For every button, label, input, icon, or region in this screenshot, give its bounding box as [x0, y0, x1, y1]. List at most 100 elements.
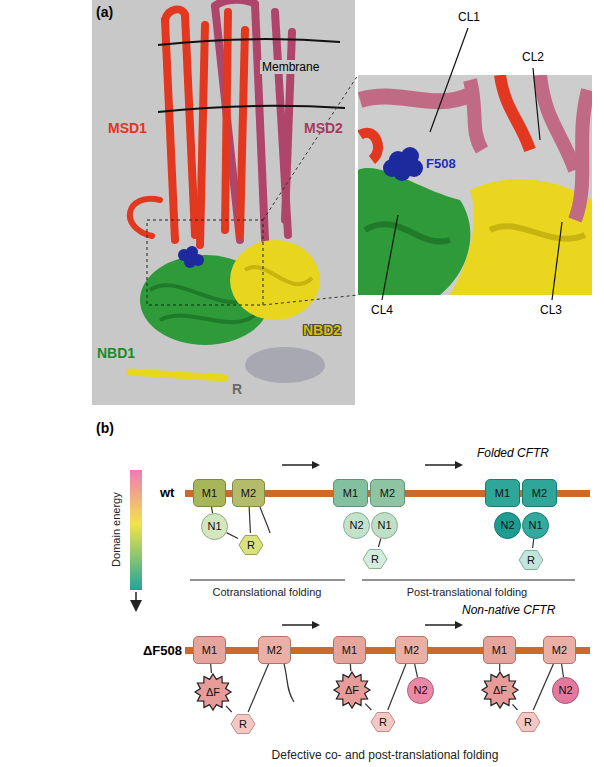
domain-label: ΔF [345, 684, 359, 696]
stage-arrows [282, 465, 457, 625]
chain-tail [260, 507, 270, 533]
domain-hexagon [239, 536, 263, 555]
domain-label: R [247, 539, 255, 551]
domain-box: M2 [395, 636, 428, 664]
domain-hexagon: R [238, 533, 264, 557]
chain-linker [415, 664, 418, 677]
mutation-star [482, 672, 518, 708]
domain-label: M1 [492, 644, 507, 656]
panel-letter: (b) [96, 420, 114, 437]
chain-linker [227, 533, 238, 539]
domain-label: ΔF [493, 684, 507, 696]
chain-linker [378, 538, 380, 547]
callout-name: CL1 [458, 10, 480, 24]
domain-label: M1 [495, 487, 510, 499]
domain-box: M2 [370, 479, 405, 507]
domain-circle: N1 [522, 512, 549, 539]
domain-label: R [527, 554, 535, 566]
phase-label: Cotranslational folding [213, 586, 322, 599]
state-label: Non-native CFTR [462, 603, 555, 617]
domain-box: M1 [333, 479, 368, 507]
chain-linker [562, 664, 564, 677]
domain-label: R [524, 716, 532, 728]
domain-hexagon: R [370, 710, 396, 734]
chain-tail [284, 664, 294, 702]
chain-linker [227, 533, 238, 539]
domain-label: N2 [558, 684, 572, 696]
phase-label: Post-translational folding [407, 586, 527, 599]
domain-label: N1 [528, 519, 542, 531]
chain-linker [249, 507, 250, 533]
mutation-star [195, 674, 231, 710]
f508-sphere [178, 246, 204, 268]
domain-label: R [239, 718, 247, 730]
zoom-box [147, 220, 263, 305]
chain-linker [248, 664, 268, 712]
domain-box: M2 [232, 479, 265, 507]
zoom-line [263, 75, 358, 220]
chain-linker [533, 539, 534, 548]
domain-label: M2 [552, 644, 567, 656]
domain-circle: N2 [343, 512, 370, 539]
nbd2-ribbon [245, 267, 312, 284]
r-domain [245, 347, 325, 383]
callout-name: CL4 [371, 303, 393, 317]
domain-label: M1 [202, 487, 217, 499]
domain-circle: N1 [201, 513, 228, 540]
domain-name: NBD2 [303, 322, 341, 339]
domain-box: M1 [193, 479, 226, 507]
domain-name: MSD2 [304, 120, 343, 137]
chain-linker [499, 664, 500, 671]
domain-label: R [371, 553, 379, 565]
chain-linker [562, 664, 564, 677]
domain-hexagon [516, 713, 540, 732]
chain-linker [365, 704, 371, 710]
leader-lines [382, 28, 562, 300]
chain-linker [388, 664, 406, 710]
domain-hexagon: R [515, 710, 541, 734]
domain-box: M1 [333, 636, 366, 664]
mutation-star: ΔF [194, 673, 232, 711]
chain-linker [350, 664, 351, 671]
domain-label: M2 [380, 487, 395, 499]
chain-linker [533, 664, 553, 710]
domain-box: M1 [193, 636, 226, 664]
domain-label: N1 [207, 520, 221, 532]
arrow-heads [312, 461, 463, 629]
chain-linker [513, 704, 518, 710]
domain-label: N2 [500, 519, 514, 531]
domain-label: M1 [202, 644, 217, 656]
domain-hexagon [363, 550, 387, 569]
state-label: Folded CFTR [477, 446, 549, 460]
chain-linker [350, 664, 352, 671]
row-label: ΔF508 [143, 643, 182, 659]
chain-linker [226, 706, 232, 712]
energy-arrow [130, 600, 142, 612]
domain-hexagon: R [518, 548, 544, 572]
msd1-helices [130, 9, 245, 245]
domain-label: N2 [349, 519, 363, 531]
nbd2-domain [230, 240, 320, 320]
domain-hexagon [231, 715, 255, 734]
domain-label: M2 [267, 644, 282, 656]
chain-linker [210, 664, 212, 673]
chain-linker [210, 664, 212, 673]
domain-box: M2 [522, 479, 557, 507]
domain-box: M1 [485, 479, 520, 507]
domain-label: M1 [342, 644, 357, 656]
membrane-line [158, 106, 345, 112]
phase-bracket [190, 580, 345, 581]
phase-label: Defective co- and post-translational fol… [272, 748, 499, 762]
domain-name: MSD1 [108, 120, 147, 137]
domain-label: M2 [532, 487, 547, 499]
chain-linker [365, 704, 371, 710]
region-label: Membrane [260, 60, 321, 74]
domain-label: M2 [241, 487, 256, 499]
domain-label: ΔF [206, 686, 220, 698]
domain-circle: N1 [371, 512, 398, 539]
domain-box: M2 [258, 636, 291, 664]
domain-hexagon: R [362, 547, 388, 571]
domain-label: R [379, 716, 387, 728]
domain-circle: N2 [407, 677, 434, 704]
nbd2-helix [130, 372, 225, 378]
